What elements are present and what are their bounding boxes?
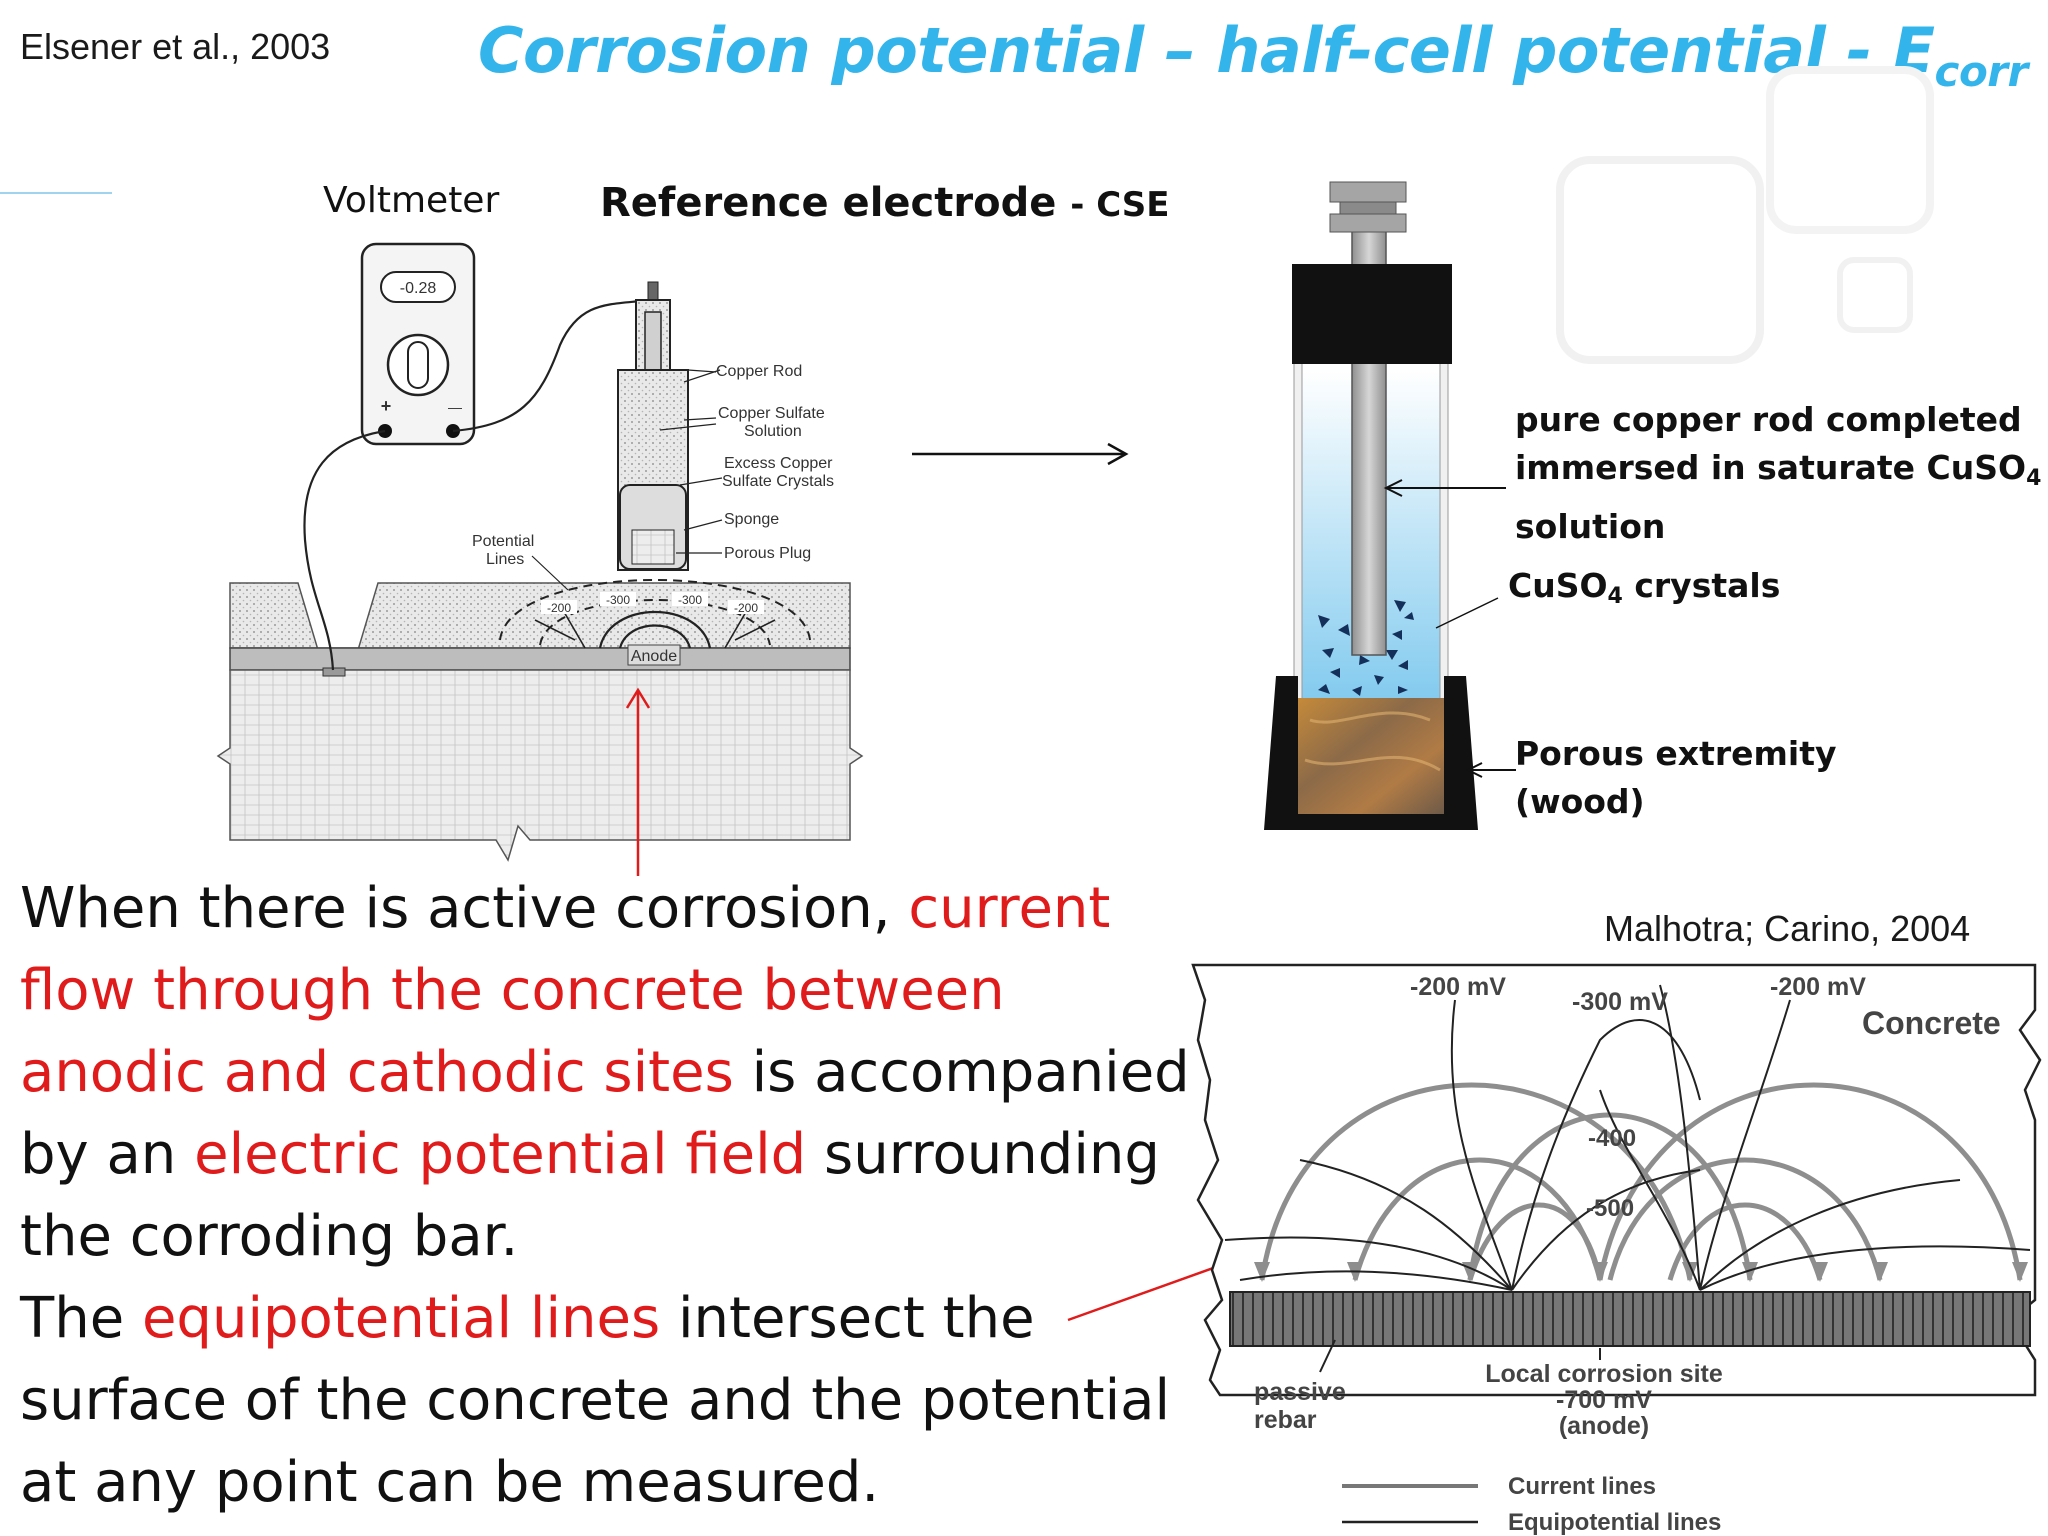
label-porous-plug: Porous Plug <box>724 545 811 562</box>
potential-value-1: -200 <box>547 601 571 615</box>
label-excess-1: Excess Copper <box>724 455 833 472</box>
potential-value-2: -300 <box>606 593 630 607</box>
anode-label: Anode <box>631 648 677 665</box>
paragraph-line-3: anodic and cathodic sites is accompanied <box>20 1040 1190 1105</box>
electrode-callout-lines <box>1383 479 1516 778</box>
label-excess-2: Sulfate Crystals <box>722 473 834 490</box>
paragraph-line-7: surface of the concrete and the potentia… <box>20 1368 1170 1433</box>
decorative-line <box>0 192 112 194</box>
slide-title: Corrosion potential – half-cell potentia… <box>478 14 2028 96</box>
label-copper-sulfate-1: Copper Sulfate <box>718 405 825 422</box>
rod-description: pure copper rod completed immersed in sa… <box>1515 400 2042 546</box>
porous-extremity-label: Porous extremity (wood) <box>1515 734 1837 821</box>
fig2-label-site-3: (anode) <box>1559 1412 1649 1440</box>
potential-value-3: -300 <box>678 593 702 607</box>
fig2-label-500: -500 <box>1586 1195 1634 1222</box>
fig2-label-passive: passive <box>1254 1378 1346 1406</box>
plus-terminal-label: + <box>381 396 392 416</box>
crystals-label: CuSO4 crystals <box>1508 566 1781 609</box>
label-potential-2: Lines <box>486 551 524 568</box>
reference-electrode-label: Reference electrode - CSE <box>600 180 1170 226</box>
explanation-paragraph: When there is active corrosion, current … <box>20 868 1190 1524</box>
pointer-arrow <box>912 442 1129 466</box>
decorative-squares <box>1556 66 1934 364</box>
fig2-label-300: -300 mV <box>1572 988 1668 1016</box>
voltmeter-label: Voltmeter <box>323 180 500 221</box>
potential-value-4: -200 <box>734 601 758 615</box>
fig2-label-200-right: -200 mV <box>1770 973 1866 1001</box>
fig2-label-400: -400 <box>1588 1125 1636 1152</box>
voltmeter-reading: -0.28 <box>400 280 437 297</box>
legend-equipotential-label: Equipotential lines <box>1508 1509 1721 1536</box>
paragraph-line-1: When there is active corrosion, current <box>20 876 1111 941</box>
paragraph-line-2: flow through the concrete between <box>20 958 1005 1023</box>
fig2-label-200-left: -200 mV <box>1410 973 1506 1001</box>
paragraph-line-4: by an electric potential field surroundi… <box>20 1122 1160 1187</box>
fig2-label-concrete: Concrete <box>1862 1005 2001 1041</box>
legend-current-label: Current lines <box>1508 1473 1656 1500</box>
label-copper-rod: Copper Rod <box>716 363 802 380</box>
paragraph-line-5: the corroding bar. <box>20 1204 519 1269</box>
paragraph-line-8: at any point can be measured. <box>20 1450 880 1515</box>
citation-elsener: Elsener et al., 2003 <box>20 26 331 67</box>
fig2-label-site-2: -700 mV <box>1556 1386 1652 1414</box>
potential-field-diagram: -200 mV -300 mV -200 mV Concrete -400 -5… <box>1191 963 2042 1536</box>
label-potential-1: Potential <box>472 533 534 550</box>
paragraph-line-6: The equipotential lines intersect the <box>20 1286 1035 1351</box>
label-sponge: Sponge <box>724 511 779 528</box>
minus-terminal-label: — <box>448 399 462 415</box>
citation-malhotra: Malhotra; Carino, 2004 <box>1604 908 1971 949</box>
label-copper-sulfate-2: Solution <box>744 423 802 440</box>
half-cell-setup-diagram: Anode -200 -300 -300 -200 -0.28 + — Copp… <box>216 242 864 876</box>
cse-electrode-diagram <box>1264 181 1478 830</box>
fig2-label-site-1: Local corrosion site <box>1485 1360 1723 1388</box>
fig2-label-rebar: rebar <box>1254 1406 1317 1434</box>
